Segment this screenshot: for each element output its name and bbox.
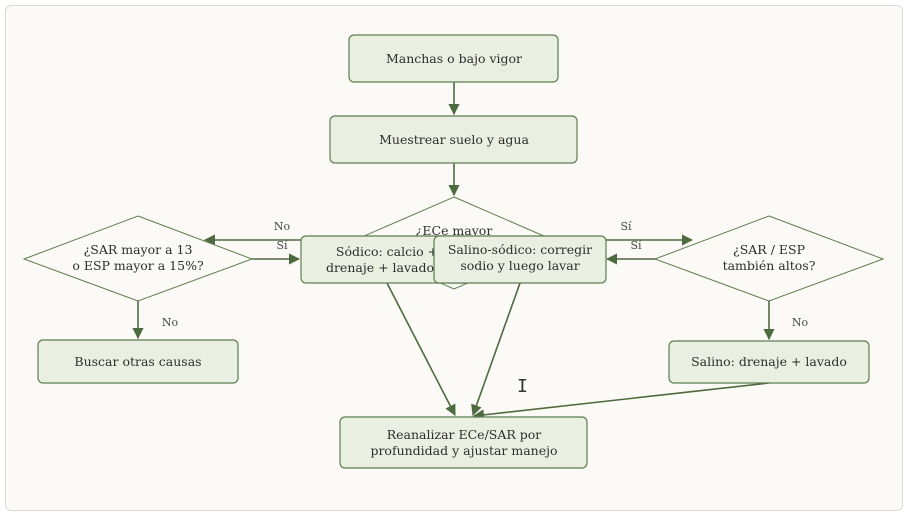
decision-sar-left[interactable] [22,215,254,302]
node-other-causes-label: Buscar otras causas [74,354,201,369]
edge-label-no-down-left: No [162,316,179,329]
decision-sar-right[interactable] [653,215,885,302]
decision-sar-right-label-1: ¿SAR / ESP [733,242,805,257]
edge-sodic-to-reanalyze [386,282,456,416]
node-other-causes[interactable] [37,339,239,384]
node-saline-sodic-label-2: sodio y luego lavar [460,258,579,273]
decision-sar-left-label-1: ¿SAR mayor a 13 [84,242,193,257]
node-saline-sodic-label-1: Salino-sódico: corregir [448,242,592,257]
text-cursor-icon: I [517,376,528,397]
decision-sar-left-label-2: o ESP mayor a 15%? [72,258,204,273]
edge-label-no-down-right: No [792,316,809,329]
edge-label-si-left: Sí [276,239,288,252]
edge-label-si-right-top: Sí [620,220,632,233]
edge-saline-to-reanalyze [472,382,770,421]
decision-ece-label: ¿ECe mayor [416,223,493,238]
node-sodic-label-1: Sódico: calcio + [336,244,438,259]
node-sample[interactable] [329,115,578,164]
edge-saline-sodic-to-reanalyze [471,282,521,417]
edge-label-no-left: No [274,220,291,233]
node-reanalyze-label-1: Reanalizar ECe/SAR por [387,427,542,442]
node-start-label: Manchas o bajo vigor [386,51,522,66]
node-reanalyze-label-2: profundidad y ajustar manejo [370,443,557,458]
node-sample-label: Muestrear suelo y agua [379,132,529,147]
edge-label-si-right-bottom: Sí [630,239,642,252]
node-start[interactable] [348,34,559,83]
node-saline-label: Salino: drenaje + lavado [691,354,847,369]
decision-sar-right-label-2: también altos? [723,258,816,273]
node-saline-sodic[interactable] [433,235,607,284]
node-reanalyze[interactable] [339,416,588,469]
node-sodic-label-2: drenaje + lavado [326,260,434,275]
node-saline[interactable] [668,340,870,384]
